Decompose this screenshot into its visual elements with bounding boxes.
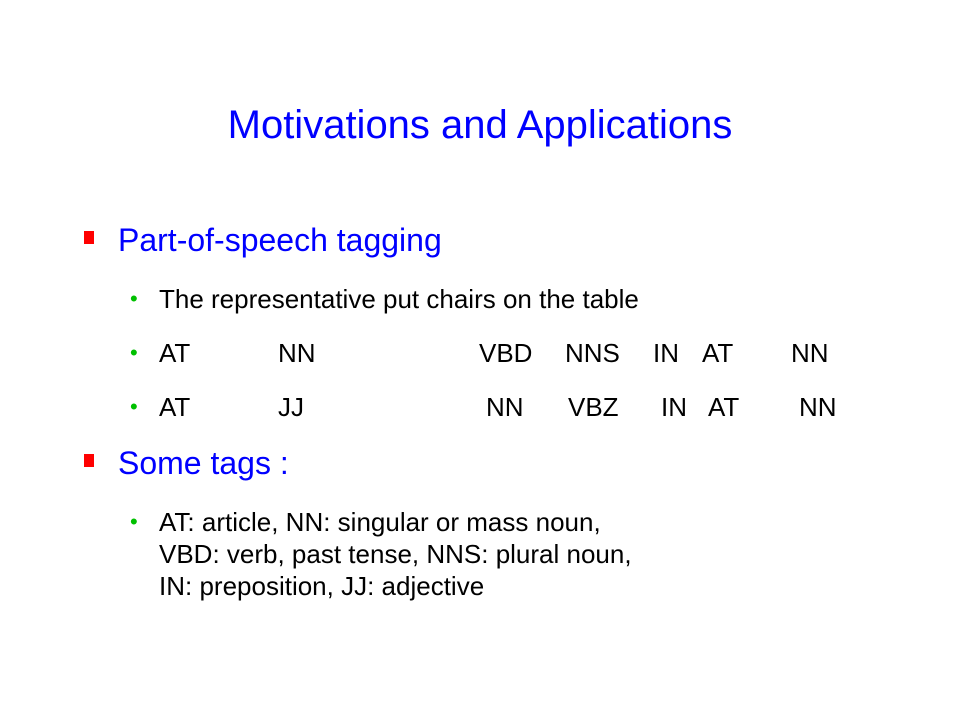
- definition-line: VBD: verb, past tense, NNS: plural noun,: [159, 539, 632, 569]
- tag: NN: [278, 338, 316, 368]
- tag-definitions-text: AT: article, NN: singular or mass noun, …: [159, 506, 632, 602]
- dot-bullet-icon: •: [130, 394, 138, 419]
- heading-text: Part-of-speech tagging: [118, 222, 442, 258]
- tag: AT: [159, 392, 191, 422]
- dot-bullet-icon: •: [130, 286, 138, 311]
- slide-title: Motivations and Applications: [227, 103, 733, 147]
- tag: NNS: [565, 338, 620, 368]
- tag: IN: [661, 392, 687, 422]
- tag: AT: [708, 392, 740, 422]
- definition-line: AT: article, NN: singular or mass noun,: [159, 507, 601, 537]
- definition-line: IN: preposition, JJ: adjective: [159, 571, 485, 601]
- tag: IN: [653, 338, 679, 368]
- tag: VBZ: [568, 392, 619, 422]
- heading-text: Some tags :: [118, 445, 289, 481]
- tag: NN: [791, 338, 829, 368]
- tag: NN: [486, 392, 524, 422]
- tag: AT: [159, 338, 191, 368]
- tag: JJ: [278, 392, 304, 422]
- tag: NN: [799, 392, 837, 422]
- dot-bullet-icon: •: [130, 340, 138, 365]
- tag: AT: [702, 338, 734, 368]
- tag: VBD: [479, 338, 533, 368]
- bullet-text: The representative put chairs on the tab…: [159, 284, 639, 314]
- dot-bullet-icon: •: [130, 509, 138, 534]
- square-bullet-icon: [84, 231, 94, 244]
- square-bullet-icon: [84, 454, 94, 467]
